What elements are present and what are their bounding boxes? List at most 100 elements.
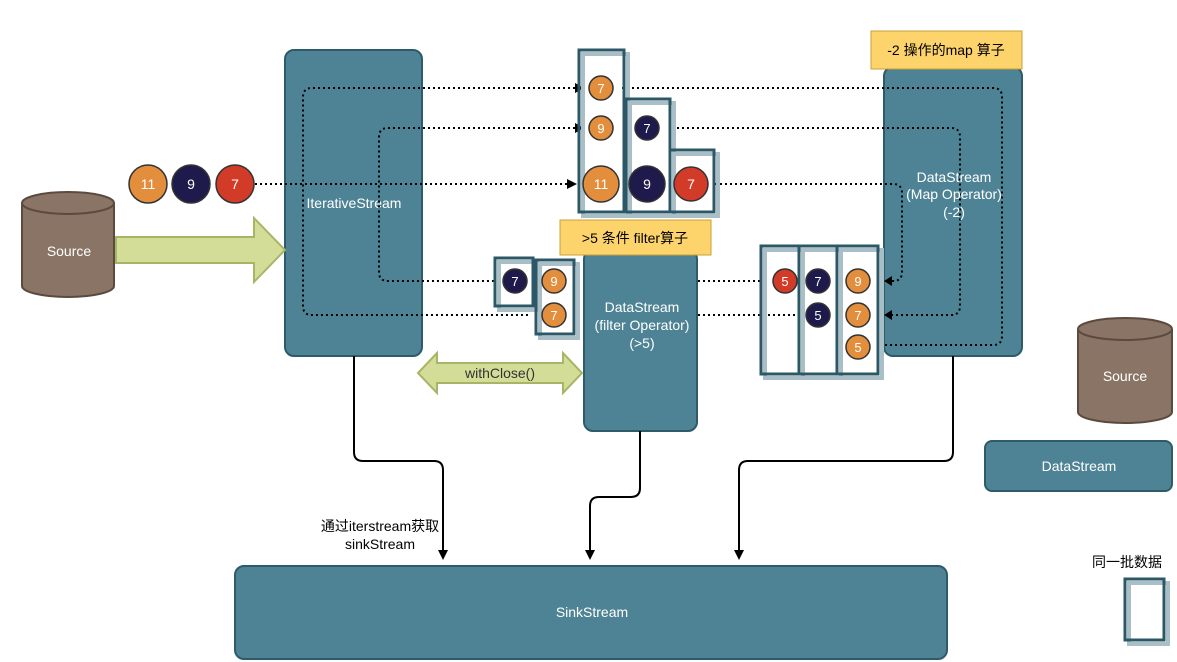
dotted-flow-paths [255,87,1003,346]
record-circle-value: 11 [141,176,156,192]
record-circle-shape [582,165,620,203]
record-circle-value: 7 [687,176,695,192]
record-circle: 7 [502,268,528,294]
top-batch-1-records: 7 9 11 [582,75,620,203]
source-left-cylinder[interactable] [21,191,115,298]
record-circle: 11 [128,164,168,204]
right-batch-3-shadow [839,248,884,380]
flow-upper-right-1 [622,87,1003,346]
right-batch-3-frame [835,244,880,376]
record-circle: 9 [588,115,614,141]
iterative-stream-label: IterativeStream [307,195,402,211]
sink-stream-label: SinkStream [556,604,628,620]
filter-stream-condition: (>5) [629,335,654,351]
record-circle: 7 [805,268,831,294]
record-circle-shape [128,164,168,204]
record-circle: 7 [845,302,871,328]
record-circle: 7 [588,75,614,101]
record-circle-shape [805,302,831,328]
record-circle: 5 [772,268,798,294]
batch-frames [493,48,884,380]
with-close-double-arrow [416,350,584,396]
right-batch-1-records: 5 [772,268,798,294]
record-circle-shape [541,268,567,294]
record-circle-value: 5 [781,274,788,289]
record-circle-shape [541,302,567,328]
legend-batch-shadow [1127,581,1170,646]
record-circle-shape [588,115,614,141]
map-stream-op: (-2) [943,204,965,220]
map-stream-title: DataStream [917,169,992,185]
sink-arrows [353,356,954,560]
top-batch-3-frame [668,148,716,214]
record-circle-shape [588,75,614,101]
record-circle: 9 [628,165,666,203]
source-legend-cylinder[interactable] [1077,317,1173,424]
record-circle-shape [845,334,871,360]
record-circle-value: 9 [643,176,651,192]
record-circle-value: 7 [854,308,861,323]
record-circle-value: 5 [854,340,861,355]
sink-note-line2: sinkStream [345,536,415,552]
record-circle-value: 5 [814,308,821,323]
sink-note-line1: 通过iterstream获取 [321,518,439,534]
record-circle-value: 9 [550,274,557,289]
source-to-iterative-arrow [115,215,287,285]
right-batch-2-records: 7 5 [805,268,831,328]
flow-inner-loop-top [378,127,580,282]
record-circle-shape [628,165,666,203]
filter-batch-2-shadow [538,262,580,340]
record-circle-value: 7 [597,81,604,96]
source-legend-label: Source [1103,368,1148,384]
record-circle: 5 [845,334,871,360]
record-circle-value: 11 [594,176,609,192]
sink-stream-box[interactable] [234,565,948,660]
record-circle: 5 [805,302,831,328]
with-close-label: withClose() [464,365,535,381]
legend-batch-label: 同一批数据 [1092,554,1162,570]
filter-batch-2-records: 9 7 [541,268,567,328]
record-circle-value: 9 [854,274,861,289]
filter-operator-note-text: >5 条件 filter算子 [582,230,688,246]
record-circle-shape [845,302,871,328]
source-left-label: Source [47,243,92,259]
flow-outer-loop-top [302,87,580,316]
filter-stream-title: DataStream [605,299,680,315]
legend-batch-frame [1123,577,1166,642]
record-circle-shape [805,268,831,294]
map-operator-note [870,30,1023,70]
top-batch-3-records: 7 [673,166,709,202]
top-batch-1-frame [577,48,626,214]
map-operator-note-text: -2 操作的map 算子 [887,42,1004,58]
record-circle: 9 [541,268,567,294]
record-circle: 7 [673,166,709,202]
record-circle: 9 [171,164,211,204]
arrowhead-into-map-1 [884,276,892,286]
record-circle-value: 7 [814,274,821,289]
record-circle: 7 [215,164,255,204]
legend-datastream-label: DataStream [1042,458,1117,474]
map-to-sink-arrow [734,356,954,560]
filter-operator-note [559,219,712,256]
legend-datastream-box [984,440,1173,492]
record-circle-value: 7 [231,176,239,192]
top-batch-2-records: 7 9 [628,115,666,203]
record-circle-shape [845,268,871,294]
arrowhead-into-map-2 [884,310,892,320]
record-circle-value: 7 [511,274,518,289]
record-circle-value: 9 [187,176,195,192]
record-circle-value: 7 [643,121,650,136]
record-circle-shape [634,115,660,141]
record-circle-value: 7 [550,308,557,323]
flow-upper-right-3 [715,183,903,282]
right-batch-3-records: 9 7 5 [845,268,871,360]
filter-batch-1-records: 7 [502,268,528,294]
record-circle-shape [215,164,255,204]
filter-batch-2-frame [534,258,576,336]
iterative-to-sink-arrow [353,356,448,560]
filter-stream-operator: (filter Operator) [595,317,690,333]
filter-batch-1-frame [493,256,535,308]
record-circle: 9 [845,268,871,294]
record-circle: 11 [582,165,620,203]
